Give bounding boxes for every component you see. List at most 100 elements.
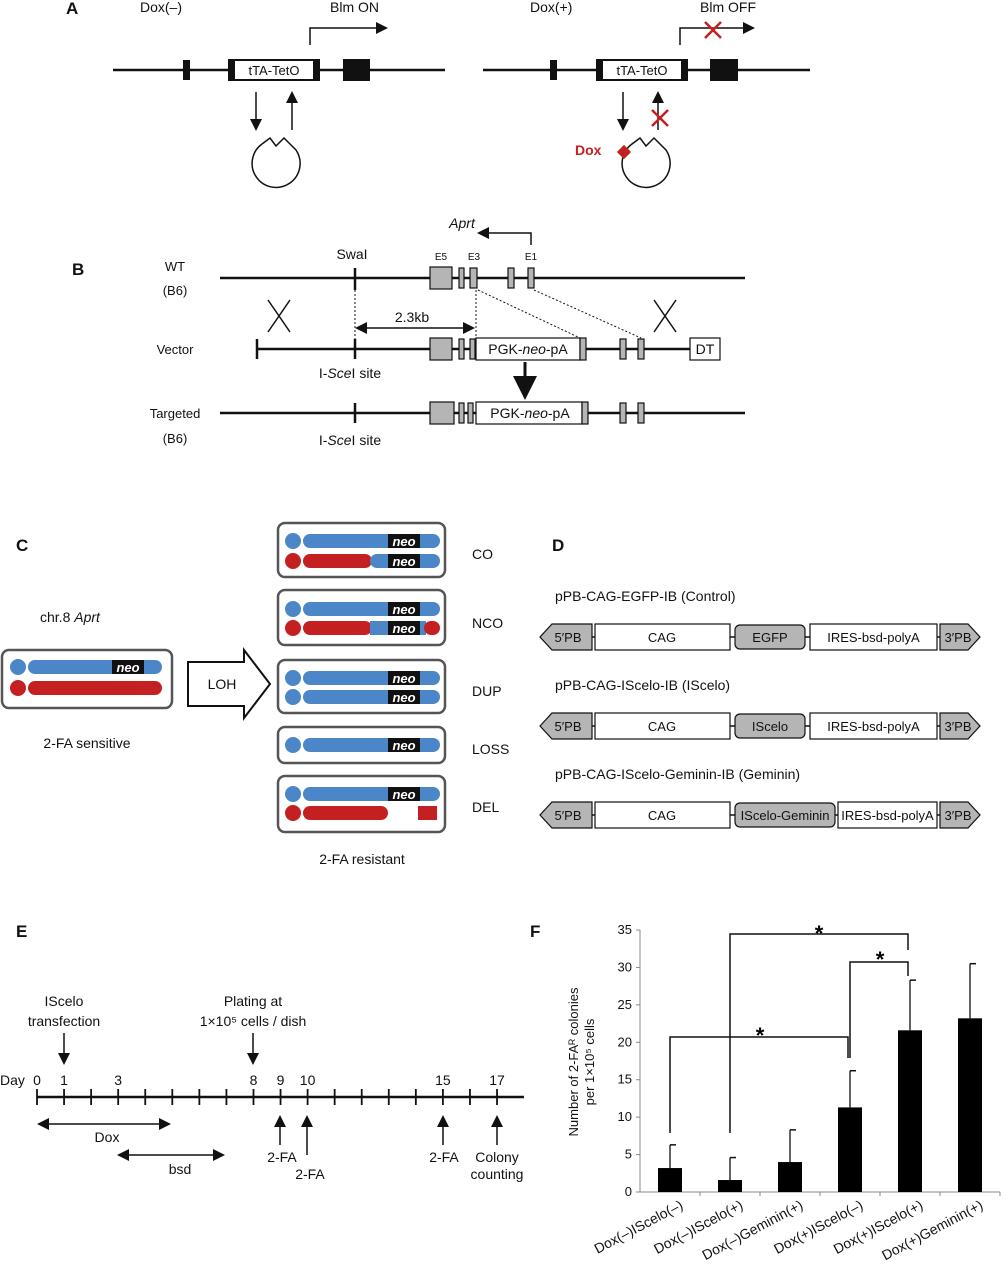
crossover-icon: [267, 299, 291, 333]
construct-title: pPB-CAG-IScelo-Geminin-IB (Geminin): [555, 766, 800, 782]
vector-label: Vector: [157, 342, 195, 357]
exon: [429, 337, 453, 361]
fa-label-day9: 2-FA: [267, 1149, 297, 1165]
exon: [183, 60, 190, 80]
sensitive-label: 2-FA sensitive: [43, 735, 130, 751]
cag-label: CAG: [648, 719, 676, 734]
bar: [838, 1107, 862, 1192]
pb3-element: [939, 801, 981, 829]
neo-marker: [388, 787, 420, 801]
colony-label: Colony: [475, 1149, 519, 1165]
centromere: [285, 805, 301, 821]
centromere: [285, 786, 301, 802]
tta-protein-icon: [621, 136, 671, 189]
ires-label: IRES-bsd-polyA: [827, 630, 920, 645]
aprt-label: Aprt: [448, 215, 476, 231]
x-tick-label: Dox(+)Geminin(+): [879, 1197, 985, 1264]
day-tick-label: 1: [60, 1072, 68, 1088]
plating-label: Plating at: [224, 993, 282, 1009]
exon: [637, 402, 645, 424]
pb5-element: [539, 801, 593, 829]
exon: [458, 338, 465, 360]
cross-icon: [651, 109, 669, 127]
exon: [429, 401, 455, 425]
del-box: [276, 774, 447, 834]
wt-strain-label: (B6): [163, 283, 188, 298]
targeted-strain-label: (B6): [163, 431, 188, 446]
neo-label: neo: [392, 554, 415, 569]
neo-label: neo: [392, 534, 415, 549]
exon: [469, 338, 476, 360]
exon: [458, 402, 465, 424]
insert-label: IScelo: [752, 719, 788, 734]
fa-label-day15: 2-FA: [429, 1149, 459, 1165]
centromere: [10, 659, 26, 675]
cag-element: [594, 623, 731, 651]
bsd-period-label: bsd: [169, 1161, 192, 1177]
insert-label: IScelo-Geminin: [741, 808, 830, 823]
panel-label-f: F: [530, 922, 540, 941]
y-tick-label: 0: [625, 1184, 632, 1199]
neo-label: neo: [392, 738, 415, 753]
panel-a: A Dox(–) Blm ON tTA-TetO Dox(+) Blm OFF …: [66, 0, 810, 189]
y-tick-label: 25: [618, 997, 632, 1012]
pb3-element: [939, 623, 981, 651]
day-tick-label: 0: [33, 1072, 41, 1088]
chromosome-segment: [303, 621, 372, 635]
neo-marker: [388, 671, 420, 685]
panel-f: F Number of 2-FAᴿ colonies per 1×10⁵ cel…: [530, 921, 1001, 1264]
day-tick-label: 10: [300, 1072, 316, 1088]
pb5-label: 5′PB: [554, 630, 581, 645]
pb5-label: 5′PB: [554, 719, 581, 734]
cag-label: CAG: [648, 630, 676, 645]
panel-label-e: E: [16, 922, 27, 941]
pgk-neo-label: PGK-neo-pA: [490, 405, 570, 421]
outcome-del: DEL: [472, 799, 499, 815]
bar-chart: 05101520253035Dox(–)IScelo(–)Dox(–)IScel…: [591, 922, 1001, 1264]
significance-star: *: [876, 947, 885, 972]
tta-protein-icon: [251, 136, 301, 189]
cassette-label: tTA-TetO: [248, 63, 299, 78]
pb3-label: 3′PB: [944, 808, 971, 823]
centromere: [285, 689, 301, 705]
significance-bracket: [729, 933, 909, 1133]
plating-label-2: 1×10⁵ cells / dish: [200, 1013, 307, 1029]
panel-label-a: A: [66, 0, 78, 18]
panel-label-d: D: [552, 536, 564, 555]
ires-element: [809, 623, 938, 651]
dox-label: Dox: [575, 142, 602, 158]
neo-marker: [388, 602, 420, 616]
neo-marker: [388, 738, 420, 752]
co-box: [276, 521, 447, 579]
y-axis-label: Number of 2-FAᴿ colonies: [566, 987, 581, 1136]
insert-element: [734, 802, 836, 828]
panel-label-c: C: [16, 536, 28, 555]
exon: [507, 267, 515, 289]
centromere: [10, 680, 26, 696]
resistant-label: 2-FA resistant: [319, 851, 405, 867]
bar: [718, 1180, 742, 1192]
aprt-direction-arrow: [477, 227, 532, 245]
blm-on-label: Blm ON: [330, 0, 379, 15]
bar: [658, 1168, 682, 1192]
neo-label: neo: [392, 602, 415, 617]
y-tick-label: 30: [618, 959, 632, 974]
pb5-label: 5′PB: [554, 808, 581, 823]
dup-box: [276, 658, 447, 715]
day-tick-label: 15: [435, 1072, 451, 1088]
cag-label: CAG: [648, 808, 676, 823]
ires-label: IRES-bsd-polyA: [841, 808, 934, 823]
transfection-label-2: transfection: [28, 1013, 100, 1029]
significance-bracket: [849, 961, 909, 1058]
sensitive-cell-box: [0, 648, 174, 710]
pgk-neo-label: PGK-neo-pA: [488, 341, 568, 357]
day-tick-label: 17: [489, 1072, 505, 1088]
neo-marker: [112, 660, 144, 674]
colony-label-2: counting: [471, 1166, 524, 1182]
pb3-element: [939, 712, 981, 740]
outcome-loss: LOSS: [472, 741, 509, 757]
blm-off-label: Blm OFF: [700, 0, 756, 15]
